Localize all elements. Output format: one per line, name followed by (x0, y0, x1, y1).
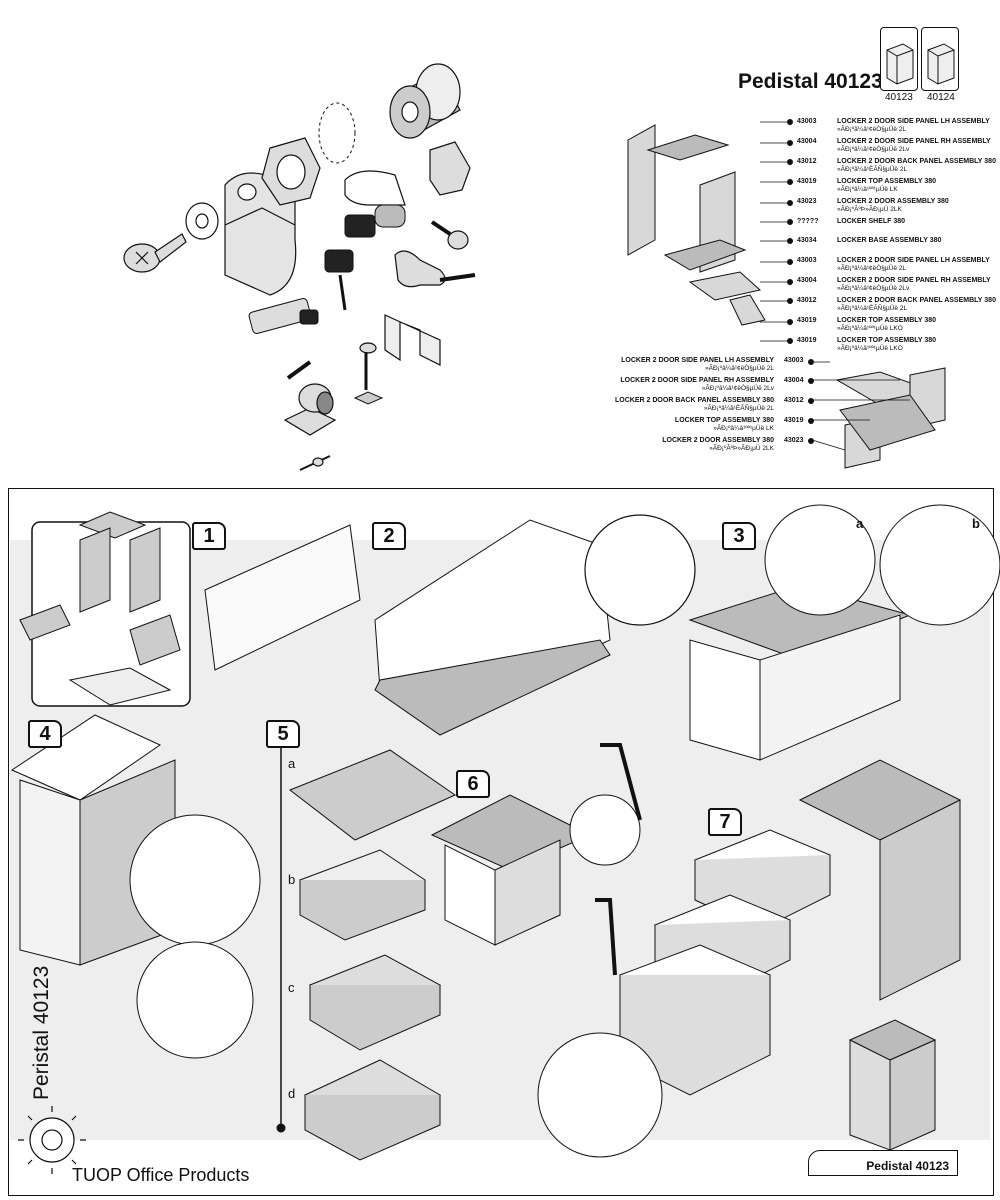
parts-list-left-row: LOCKER 2 DOOR ASSEMBLY 380»ÃĐ¡ºÃºÞ»ÃĐ¡µÜ… (662, 437, 774, 452)
substep-label: c (288, 980, 295, 995)
step-badge-3: 3 (722, 522, 756, 550)
step-badge-7: 7 (708, 808, 742, 836)
parts-list-left-row: LOCKER 2 DOOR BACK PANEL ASSEMBLY 380»ÃĐ… (615, 397, 774, 412)
substep-label: b (288, 872, 296, 887)
brand-name: TUOP Office Products (72, 1165, 250, 1185)
footer-product-label: Pedistal 40123 (808, 1150, 958, 1176)
step-7-drawing (537, 759, 962, 1158)
part-code: 43003 (784, 357, 804, 364)
step-badge-1: 1 (192, 522, 226, 550)
part-code: 43019 (784, 417, 804, 424)
substep-label: a (288, 756, 296, 771)
wing-bolt-icon (394, 250, 476, 288)
part-code: 43023 (784, 437, 804, 444)
step-3-drawing (688, 504, 1000, 761)
variant-thumbnail-40124 (921, 27, 959, 91)
bracket-icon (224, 172, 297, 296)
step-5-drawing (276, 740, 457, 1161)
assembly-instructions-panel (8, 488, 994, 1196)
hex-nut-icon (261, 137, 321, 206)
gear-logo-icon (18, 1106, 86, 1174)
variant-thumbnail-40123 (880, 27, 918, 91)
lock-barrel-icon (389, 63, 461, 139)
step-1-drawing (19, 511, 181, 706)
hardware-drawing (123, 63, 476, 471)
parts-list-left-row: LOCKER TOP ASSEMBLY 380»ÃĐ¡ºâ¼â¹ºª¹µÜë L… (674, 417, 774, 432)
screw-icon (430, 220, 469, 250)
variant-label: 40123 (885, 92, 913, 103)
substep-label: d (288, 1086, 296, 1101)
variant-label: 40124 (927, 92, 955, 103)
part-code: 43004 (784, 377, 804, 384)
step-badge-2: 2 (372, 522, 406, 550)
rivet-icon (299, 455, 331, 471)
parts-list-left-row: LOCKER 2 DOOR SIDE PANEL RH ASSEMBLY»ÃĐ¡… (620, 377, 774, 392)
callout-label-a: a (856, 516, 864, 531)
locker-exploded-drawing (627, 121, 946, 469)
cap-icon (429, 141, 471, 196)
vertical-product-label: Peristal 40123 (30, 965, 53, 1100)
page-title: Pedistal 40123 (738, 70, 883, 93)
step-4-drawing (10, 714, 261, 1059)
screw-icon (286, 360, 312, 380)
step-2-drawing (204, 519, 611, 736)
lock-assembly-icon (248, 298, 319, 334)
clip-bracket-icon (384, 314, 441, 366)
key-icon (324, 204, 406, 311)
step-badge-6: 6 (456, 770, 490, 798)
parts-list-row: ?????LOCKER SHELF 380 (797, 218, 906, 225)
pedestal-icon (927, 43, 955, 85)
bolt-icon (359, 342, 377, 390)
step-6-drawing (430, 743, 642, 976)
washer-icon (185, 202, 219, 240)
screw-icon (123, 233, 187, 273)
wing-nut-icon (353, 391, 384, 405)
part-code: 43012 (784, 397, 804, 404)
step-badge-4: 4 (28, 720, 62, 748)
pedestal-icon (886, 43, 914, 85)
parts-list-left-row: LOCKER 2 DOOR SIDE PANEL LH ASSEMBLY»ÃĐ¡… (621, 357, 774, 372)
callout-label-b: b (972, 516, 980, 531)
caster-icon (283, 383, 337, 436)
step-badge-5: 5 (266, 720, 300, 748)
